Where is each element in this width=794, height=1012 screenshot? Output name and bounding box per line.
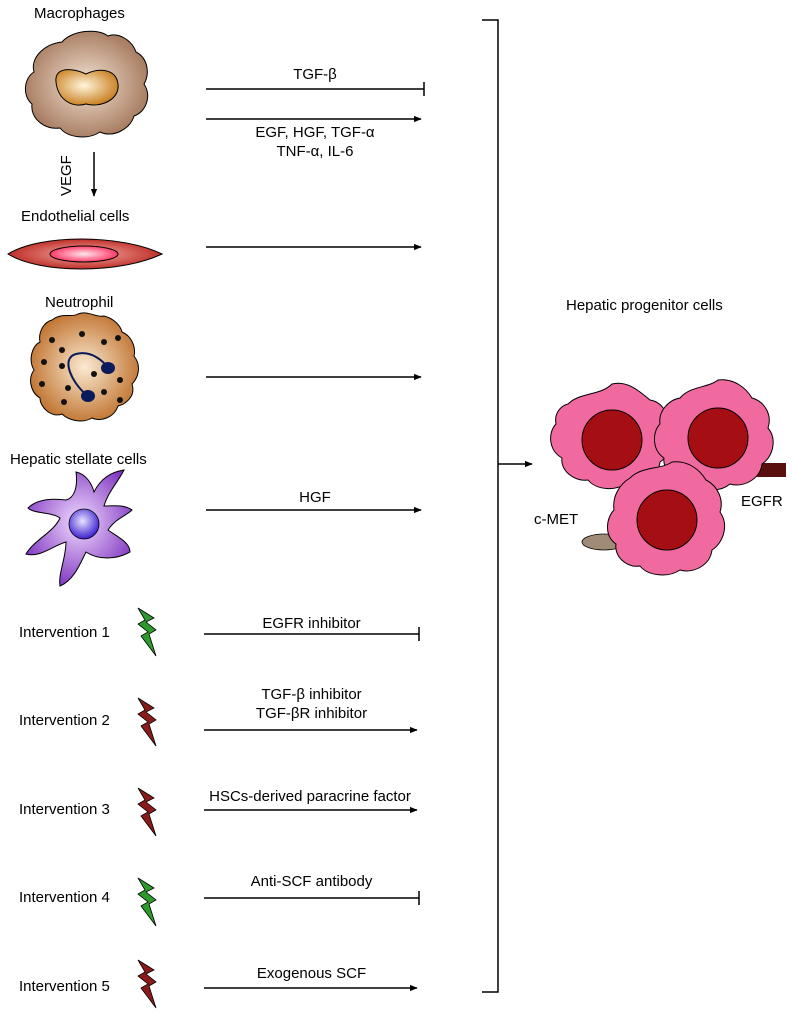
tgf-beta-label: TGF-β: [293, 66, 337, 83]
intervention-5-label: Intervention 5: [19, 978, 110, 995]
tgf-beta-inhibit-line: [206, 82, 425, 96]
cmet-label: c-MET: [534, 511, 579, 528]
intervention-2-label: Intervention 2: [19, 712, 110, 729]
intervention-1-label: Intervention 1: [19, 624, 110, 641]
intervention-3-agent: HSCs-derived paracrine factor: [209, 788, 411, 805]
intervention-5-bolt-icon: [137, 959, 157, 1009]
intervention-1-bolt-icon: [137, 607, 157, 657]
vegf-label: VEGF: [58, 155, 75, 196]
egfr-label: EGFR: [741, 493, 783, 510]
intervention-4-label: Intervention 4: [19, 889, 110, 906]
intervention-2-agent: TGF-β inhibitor: [261, 686, 362, 703]
intervention-4-agent: Anti-SCF antibody: [250, 873, 373, 890]
neutrophil-label: Neutrophil: [45, 294, 114, 311]
stellate-cell: [25, 469, 133, 587]
intervention-2-bolt-icon: [137, 697, 157, 747]
macrophages-label: Macrophages: [34, 5, 125, 22]
endothelial-cell: [7, 238, 164, 270]
growth-factors-label-1: EGF, HGF, TGF-α: [255, 124, 375, 141]
intervention-2-agent-2: TGF-βR inhibitor: [255, 705, 368, 722]
intervention-4-inhibit-line: [204, 891, 420, 905]
growth-factors-label-2: TNF-α, IL-6: [276, 143, 354, 160]
intervention-1-inhibit-line: [204, 627, 420, 641]
progenitor-cluster: [550, 379, 786, 576]
macrophage-cell: [25, 30, 149, 138]
intervention-1-agent: EGFR inhibitor: [262, 615, 361, 632]
stellate-label: Hepatic stellate cells: [10, 451, 147, 468]
intervention-5-agent: Exogenous SCF: [256, 965, 367, 982]
intervention-3-label: Intervention 3: [19, 801, 110, 818]
hgf-label: HGF: [299, 489, 331, 506]
intervention-3-bolt-icon: [137, 787, 157, 837]
intervention-4-bolt-icon: [137, 877, 157, 927]
neutrophil-cell: [30, 312, 139, 422]
endothelial-label: Endothelial cells: [21, 208, 130, 225]
progenitor-label: Hepatic progenitor cells: [566, 297, 723, 314]
convergence-bracket: [482, 19, 499, 993]
